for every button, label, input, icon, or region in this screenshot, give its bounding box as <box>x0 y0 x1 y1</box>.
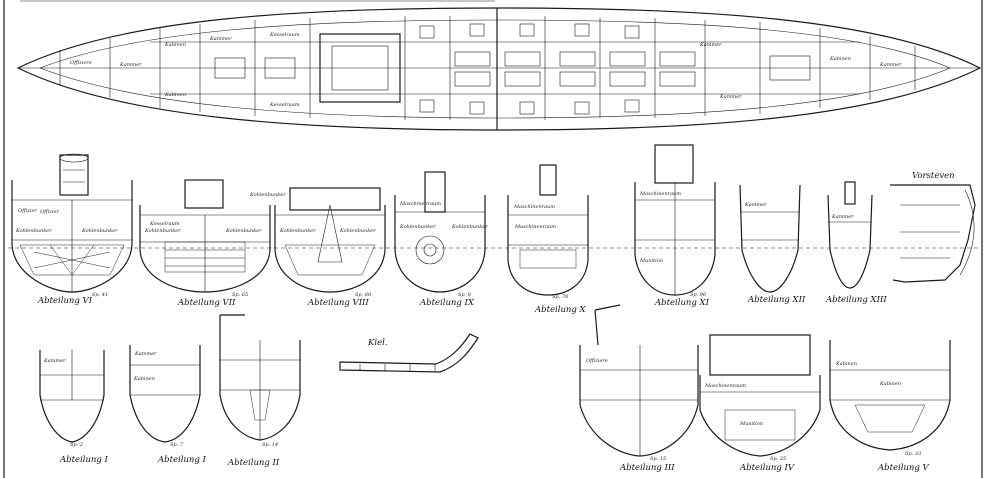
svg-text:Kohlenbunker: Kohlenbunker <box>451 224 488 230</box>
label-kohlenbunker: Kohlenbunker <box>249 192 286 198</box>
frame-mark: Sp. 15 <box>650 456 666 462</box>
frame-mark: Sp. 65 <box>232 292 248 298</box>
svg-text:Offizier: Offizier <box>40 209 59 215</box>
svg-text:Maschinenraum: Maschinenraum <box>399 201 441 207</box>
caption-kiel: Kiel. <box>367 338 388 348</box>
caption-abteilung-5: Abteilung V <box>877 463 930 473</box>
section-abteilung-10: Maschinenraum <box>507 164 589 296</box>
section-abteilung-6: Kohlenbunker Kohlenbunker Offizier <box>11 153 133 293</box>
deck-plan: Offiziere Kammer Kammer Kesselraum Kesse… <box>16 7 982 131</box>
frame-mark: Sp. 41 <box>92 292 108 298</box>
section-abteilung-3: Offiziere <box>579 304 699 457</box>
svg-text:Kabinen: Kabinen <box>835 361 857 367</box>
section-abteilung-11: Maschinenraum Munition <box>634 144 716 296</box>
svg-text:Kammer: Kammer <box>43 358 66 364</box>
label-kabinen: Kabinen <box>879 381 901 387</box>
caption-abteilung-1a: Abteilung I <box>59 455 109 465</box>
caption-abteilung-4: Abteilung IV <box>739 463 795 473</box>
svg-text:Kohlenbunker: Kohlenbunker <box>225 228 262 234</box>
caption-abteilung-2: Abteilung II <box>227 458 280 468</box>
svg-text:Maschinenraum: Maschinenraum <box>513 204 555 210</box>
svg-text:Kesselraum: Kesselraum <box>269 102 300 108</box>
section-abteilung-8: Kohlenbunker Kohlenbunker <box>274 187 386 293</box>
svg-text:Kammer: Kammer <box>719 94 742 100</box>
svg-text:Munition: Munition <box>639 258 663 264</box>
frame-mark: Sp. 25 <box>770 456 786 462</box>
label-kammer: Kammer <box>134 351 157 357</box>
svg-text:Offiziere: Offiziere <box>586 358 608 364</box>
caption-abteilung-8: Abteilung VIII <box>307 298 369 308</box>
label-maschinenraum: Maschinenraum <box>514 224 556 230</box>
section-kiel <box>339 333 479 373</box>
caption-abteilung-12: Abteilung XII <box>747 295 806 305</box>
frame-mark: Sp. 7 <box>170 442 184 448</box>
section-abteilung-12: Kammer <box>739 184 801 293</box>
svg-text:Kohlenbunker: Kohlenbunker <box>15 228 52 234</box>
svg-text:Kabinen: Kabinen <box>164 92 186 98</box>
section-abteilung-9: Maschinenraum Kohlenbunker Kohlenbunker <box>394 171 488 293</box>
svg-text:Kabinen: Kabinen <box>133 376 155 382</box>
svg-text:Kohlenbunker: Kohlenbunker <box>81 228 118 234</box>
svg-text:Kammer: Kammer <box>879 62 902 68</box>
label-munition: Munition <box>739 421 763 427</box>
section-abteilung-1a: Kammer <box>39 350 105 443</box>
svg-text:Offiziere: Offiziere <box>70 60 92 66</box>
frame-mark: Sp. 2 <box>70 442 83 448</box>
section-abteilung-2 <box>219 314 301 441</box>
caption-abteilung-13: Abteilung XIII <box>825 295 887 305</box>
svg-text:Kohlenbunker: Kohlenbunker <box>144 228 181 234</box>
frame-mark: Sp. 33 <box>905 451 921 457</box>
svg-text:Kabinen: Kabinen <box>829 56 851 62</box>
section-abteilung-7: Kohlenbunker Kohlenbunker <box>139 179 271 293</box>
caption-vorsteven: Vorsteven <box>912 171 955 181</box>
svg-text:Kammer: Kammer <box>209 36 232 42</box>
frame-mark: Sp. 80 <box>355 292 372 298</box>
frame-mark: Sp. 96 <box>690 292 707 298</box>
section-abteilung-1b: Kabinen <box>129 345 201 443</box>
svg-text:Kammer: Kammer <box>744 202 767 208</box>
svg-text:Kohlenbunker: Kohlenbunker <box>279 228 316 234</box>
caption-abteilung-10: Abteilung X <box>534 305 587 315</box>
svg-text:Kohlenbunker: Kohlenbunker <box>399 224 436 230</box>
frame-mark: Sp. 14 <box>262 442 278 448</box>
caption-abteilung-1b: Abteilung I <box>157 455 207 465</box>
svg-text:Maschinenraum: Maschinenraum <box>639 191 681 197</box>
caption-abteilung-11: Abteilung XI <box>654 298 710 308</box>
svg-text:Kohlenbunker: Kohlenbunker <box>339 228 376 234</box>
svg-text:Kabinen: Kabinen <box>164 42 186 48</box>
svg-text:Kesselraum: Kesselraum <box>269 32 300 38</box>
caption-abteilung-6: Abteilung VI <box>37 296 93 306</box>
svg-text:Kammer: Kammer <box>119 62 142 68</box>
svg-text:Kammer: Kammer <box>831 214 854 220</box>
section-abteilung-5: Kabinen <box>829 340 951 451</box>
frame-mark: Sp. 78 <box>552 294 568 300</box>
frame-mark: Sp. 8 <box>458 292 471 298</box>
label-kesselraum: Kesselraum <box>149 221 180 227</box>
svg-text:Kammer: Kammer <box>699 42 722 48</box>
caption-abteilung-9: Abteilung IX <box>419 298 475 308</box>
caption-abteilung-7: Abteilung VII <box>177 298 236 308</box>
label-offizier: Offizier <box>18 208 37 214</box>
svg-text:Maschinenraum: Maschinenraum <box>704 383 746 389</box>
section-vorsteven <box>890 184 976 283</box>
section-abteilung-4: Maschinenraum <box>699 334 821 457</box>
caption-abteilung-3: Abteilung III <box>619 463 675 473</box>
section-abteilung-13: Kammer <box>827 181 873 289</box>
